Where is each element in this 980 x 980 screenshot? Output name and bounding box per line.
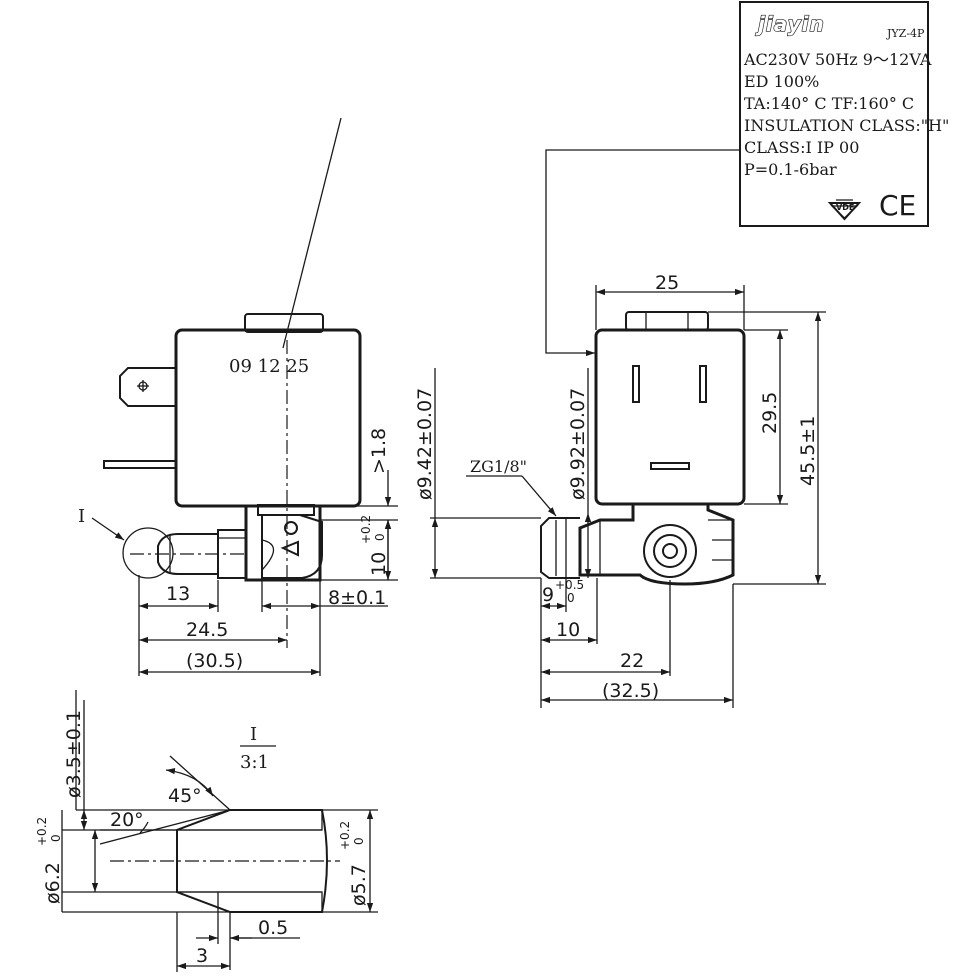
dim-10: 10: [556, 619, 580, 641]
label-line-4: INSULATION CLASS:"H": [744, 116, 949, 135]
label-frame: [739, 1, 929, 227]
detail-wall-bottom: [176, 891, 323, 913]
ce-mark-icon: CE: [879, 189, 916, 222]
front-coil-knob: [625, 311, 709, 331]
label-line-2: ED 100%: [744, 72, 819, 91]
dim-nozzle-lower-tol: 0: [567, 591, 575, 605]
front-pin-ground: [650, 462, 690, 470]
label-line-5: CLASS:I IP 00: [744, 138, 859, 157]
label-line-3: TA:140° C TF:160° C: [744, 94, 914, 113]
front-port-inner: [662, 543, 678, 559]
angle-20: 20°: [110, 809, 144, 831]
date-code-leader: [282, 117, 342, 349]
dim-detail-inner: ø5.7: [348, 864, 370, 906]
detail-circle: [122, 527, 174, 579]
dim-22: 22: [620, 650, 644, 672]
front-valve-body: [578, 504, 735, 586]
label-leader-line: [545, 149, 740, 357]
dim-port: 8±0.1: [328, 587, 386, 609]
detail-view: I 3:1 45° 20° ø3.5±0.1 ø6.2 +0: [35, 690, 378, 972]
front-view: ZG1/8" ø9.42±0.07 ø9.92±0.07 25 29.5 45.…: [414, 272, 826, 708]
angle-45: 45°: [168, 785, 202, 807]
dim-detail-outer-upper-tol: +0.2: [35, 817, 49, 846]
dim-detail-outer-lower-tol: 0: [49, 834, 63, 842]
dim-stub: 13: [166, 583, 190, 605]
nameplate-label: jiayin JYZ-4P AC230V 50Hz 9～12VA ED 100%…: [739, 1, 949, 227]
dim-total-height: 45.5±1: [797, 416, 819, 486]
dim-detail-inner-lower-tol: 0: [352, 837, 366, 845]
detail-ref-letter: I: [78, 506, 85, 527]
side-port-fitting: [261, 514, 323, 579]
side-port-hole: [284, 521, 298, 535]
front-pin-left: [632, 365, 640, 403]
side-terminal-tab: [119, 367, 176, 407]
dim-detail-outer: ø6.2: [42, 862, 64, 904]
model-number: JYZ-4P: [886, 27, 925, 40]
detail-scale: 3:1: [240, 752, 269, 773]
side-view: 09 12 25 I >1.8: [78, 117, 398, 676]
dim-width: 25: [655, 272, 679, 294]
dim-coil-height: 29.5: [759, 392, 781, 434]
dim-height-upper-tol: +0.2: [359, 515, 373, 544]
front-pin-right: [699, 365, 707, 403]
brand-logo: jiayin: [755, 12, 825, 36]
dim-front-overall: (32.5): [602, 680, 659, 702]
dim-height: 10: [368, 552, 390, 576]
date-code: 09 12 25: [229, 356, 309, 377]
dim-dia-outer: ø9.42±0.07: [414, 388, 436, 500]
dim-nozzle-upper-tol: +0.5: [555, 578, 584, 592]
front-port-outer: [643, 524, 697, 578]
front-port-mid: [653, 534, 687, 568]
detail-wall-top: [176, 809, 323, 831]
dim-detail-inner-upper-tol: +0.2: [338, 821, 352, 850]
side-ground-pin: [103, 460, 176, 469]
dim-step: 0.5: [258, 917, 288, 939]
dim-height-lower-tol: 0: [373, 533, 387, 541]
dim-length: 3: [196, 945, 208, 967]
dim-center: 24.5: [186, 619, 228, 641]
dim-gap: >1.8: [368, 428, 390, 474]
dim-overall: (30.5): [186, 650, 243, 672]
dim-nozzle: 9: [542, 584, 554, 606]
side-coil-knob: [244, 313, 324, 333]
label-line-1: AC230V 50Hz 9～12VA: [743, 50, 932, 69]
dim-bore: ø3.5±0.1: [63, 710, 85, 798]
svg-text:VDE: VDE: [836, 203, 854, 212]
front-coil-body: [594, 328, 746, 506]
vde-mark-icon: VDE: [827, 199, 862, 221]
label-line-6: P=0.1-6bar: [744, 160, 837, 179]
detail-title-ref: I: [250, 724, 257, 745]
side-valve-body: [244, 506, 322, 582]
thread-spec: ZG1/8": [470, 457, 527, 476]
dim-dia-inner: ø9.92±0.07: [567, 388, 589, 500]
front-threaded-nozzle: [540, 517, 580, 579]
